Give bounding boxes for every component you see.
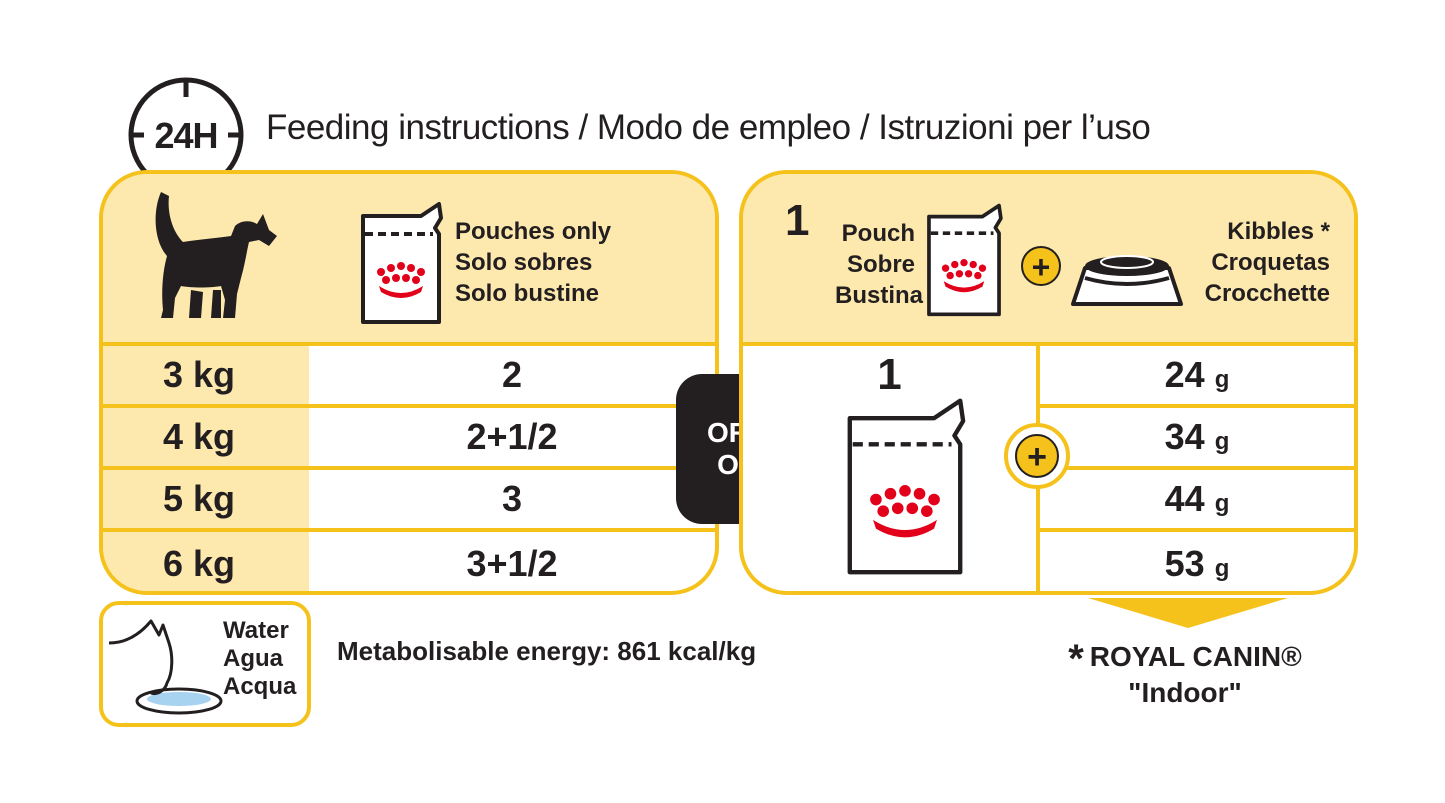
table-row: 6 kg 3+1/2 [103,528,715,591]
kibble-label-line: Croquetas [1211,249,1330,276]
table-row: 3 kg 2 [103,342,715,404]
kibble-amount-cell: 53 g [1164,542,1230,584]
pouch-label-line: Sobre [846,251,915,278]
pouch-icon [847,398,966,575]
water-label-line: Agua [223,645,283,672]
o-text: O [717,449,739,480]
weight-cell: 5 kg [163,478,236,519]
kibble-label-line: Crocchette [1204,280,1330,307]
pouches-only-table: Pouches only Solo sobres Solo bustine 3 … [99,170,719,595]
pouch-label-line: Solo sobres [455,249,593,276]
table-row: 44 g [1040,466,1354,528]
pouch-label: Pouch Sobre Bustina [835,218,924,311]
pouch-icon [361,202,443,324]
pouch-label-line: Pouches only [455,218,612,245]
clock-24h-icon [128,77,244,193]
pouches-only-header: Pouches only Solo sobres Solo bustine [103,174,715,342]
clock-badge-label: 24H [154,115,218,156]
pouch-count-cell: 3+1/2 [466,542,558,584]
pouch-label-line: Bustina [835,282,924,309]
footnote-brand: ROYAL CANIN® [1089,641,1302,672]
kibble-amount-cell: 24 g [1164,354,1230,395]
water-box [99,601,311,727]
divider [743,342,1036,346]
pouch-icon [927,203,1003,317]
cat-drinking-icon [108,619,223,715]
mixed-feeding-header: 1 Pouch Sobre Bustina + Kibbles * Croque… [743,174,1354,342]
pouch-count-cell: 3 [501,478,523,519]
table-row: 4 kg 2+1/2 [103,404,715,466]
plus-icon: + [1021,246,1061,286]
water-label-line: Acqua [223,673,297,700]
water-label: Water Agua Acqua [223,617,296,701]
table-row: 34 g [1040,404,1354,466]
weight-cell: 3 kg [163,354,236,395]
water-label-line: Water [223,617,289,644]
footnote-product: "Indoor" [1128,677,1242,708]
pouch-label-line: Pouch [841,220,915,247]
mixed-feeding-table: 1 Pouch Sobre Bustina + Kibbles * Croque… [739,170,1358,595]
asterisk: * [1068,637,1084,681]
pouch-count: 1 [877,350,902,399]
plus-icon: + [1015,434,1059,478]
pouch-label-line: Solo bustine [455,280,599,307]
cat-icon [155,192,277,318]
table-row: 5 kg 3 [103,466,715,528]
kibble-bowl-icon [1071,255,1183,306]
page-title: Feeding instructions / Modo de empleo / … [266,108,1151,147]
mixed-number: 1 [785,196,810,245]
kibble-label-line: Kibbles * [1227,218,1330,245]
table-row: 24 g [1040,342,1354,404]
energy-text: Metabolisable energy: 861 kcal/kg [337,636,757,666]
footnote: *ROYAL CANIN® "Indoor" [1060,637,1310,710]
pouch-label: Pouches only Solo sobres Solo bustine [455,216,611,309]
pouch-count-cell: 2+1/2 [466,416,558,457]
down-arrow-icon [1088,598,1288,628]
table-row: 53 g [1040,528,1354,591]
pouch-count-cell: 2 [501,354,523,395]
kibble-amount-cell: 34 g [1164,416,1230,457]
kibble-label: Kibbles * Croquetas Crocchette [1205,216,1330,309]
weight-cell: 4 kg [163,416,236,457]
kibble-amount-cell: 44 g [1164,478,1230,519]
weight-cell: 6 kg [163,542,236,584]
